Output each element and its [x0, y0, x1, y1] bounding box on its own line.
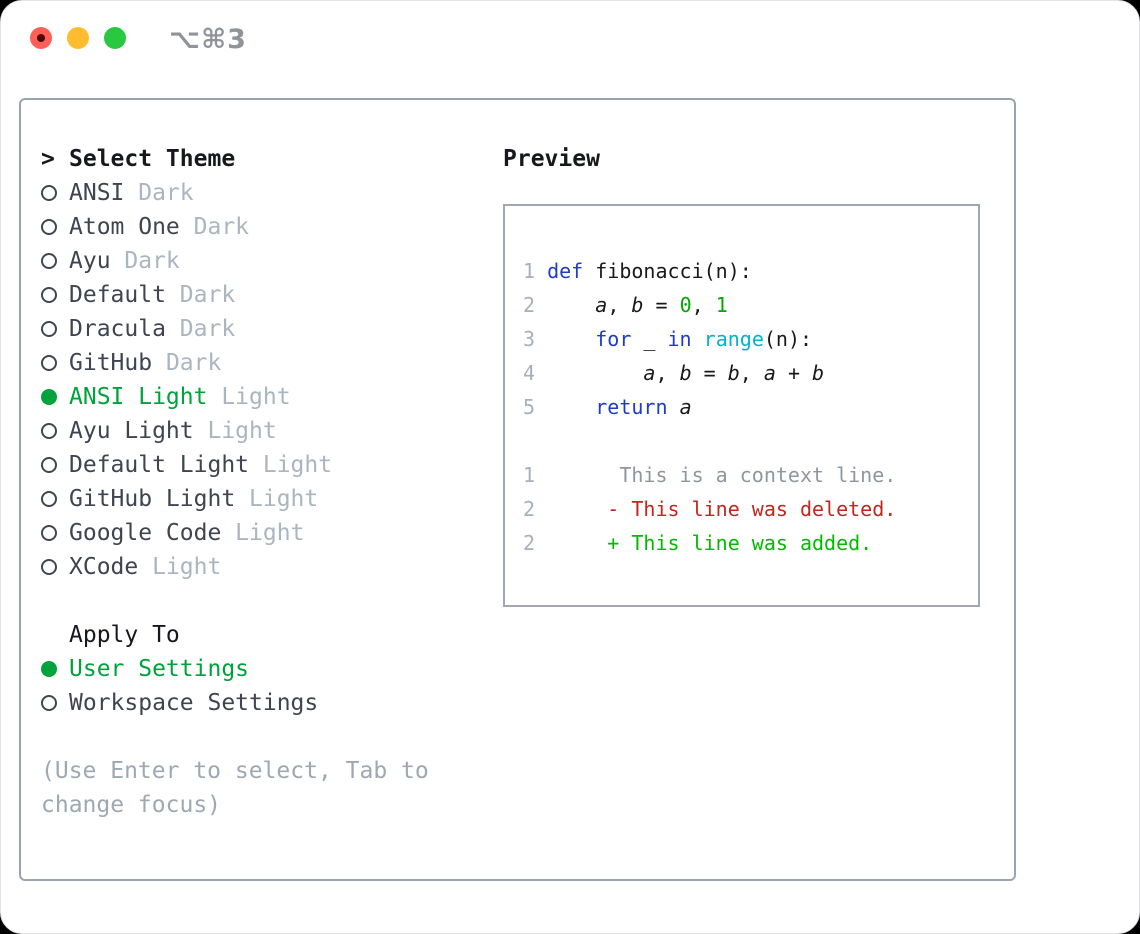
focus-caret-icon: >	[41, 146, 55, 172]
code-line: 1 def fibonacci(n):	[523, 259, 752, 283]
theme-name: ANSI Light	[69, 384, 208, 410]
theme-variant-tag: Dark	[124, 180, 194, 206]
theme-option-github-light[interactable]: GitHub Light Light	[41, 482, 481, 516]
theme-variant-tag: Dark	[165, 282, 236, 308]
code-line: 3 for _ in range(n):	[523, 327, 813, 351]
theme-variant-tag: Dark	[179, 214, 250, 240]
radio-unselected-icon	[41, 525, 57, 541]
diff-preview: 1 This is a context line. 2 - This line w…	[523, 458, 960, 560]
theme-name: Default	[69, 282, 166, 308]
radio-unselected-icon	[41, 695, 57, 711]
apply-to-title: Apply To	[69, 622, 180, 648]
theme-option-ayu-light[interactable]: Ayu Light Light	[41, 414, 481, 448]
theme-option-ayu[interactable]: Ayu Dark	[41, 244, 481, 278]
apply-option-label: Workspace Settings	[69, 690, 319, 716]
theme-name: GitHub	[69, 350, 153, 376]
theme-name: XCode	[69, 554, 139, 580]
section-gap	[41, 720, 481, 754]
theme-list-heading-row: > Select Theme	[41, 142, 481, 176]
theme-variant-tag: Light	[221, 520, 305, 546]
apply-option-workspace-settings[interactable]: Workspace Settings	[41, 686, 481, 720]
theme-option-atom-one[interactable]: Atom One Dark	[41, 210, 481, 244]
theme-option-ansi[interactable]: ANSI Dark	[41, 176, 481, 210]
theme-option-dracula[interactable]: Dracula Dark	[41, 312, 481, 346]
theme-variant-tag: Dark	[152, 350, 222, 376]
theme-option-ansi-light[interactable]: ANSI Light Light	[41, 380, 481, 414]
theme-option-default-light[interactable]: Default Light Light	[41, 448, 481, 482]
radio-unselected-icon	[41, 321, 57, 337]
theme-option-xcode[interactable]: XCode Light	[41, 550, 481, 584]
unsaved-changes-dot-icon	[37, 34, 45, 42]
diff-line: 2 + This line was added.	[523, 531, 873, 555]
theme-variant-tag: Light	[138, 554, 222, 580]
apply-option-user-settings[interactable]: User Settings	[41, 652, 481, 686]
theme-name: GitHub Light	[69, 486, 236, 512]
usage-hint: (Use Enter to select, Tab to change focu…	[41, 758, 429, 818]
section-gap	[41, 584, 481, 618]
preview-column: Preview 1 def fibonacci(n): 2 a, b = 0, 1…	[503, 142, 983, 607]
line-number: 3	[523, 327, 536, 351]
line-number: 5	[523, 395, 536, 419]
window-controls	[30, 27, 126, 49]
theme-name: Default Light	[69, 452, 250, 478]
radio-unselected-icon	[41, 457, 57, 473]
window-title: ⌥⌘3	[169, 24, 247, 55]
radio-selected-icon	[41, 661, 57, 677]
zoom-button[interactable]	[104, 27, 126, 49]
theme-name: Ayu Light	[69, 418, 194, 444]
theme-name: Atom One	[69, 214, 180, 240]
radio-unselected-icon	[41, 355, 57, 371]
minimize-button[interactable]	[67, 27, 89, 49]
apply-to-heading-row: Apply To	[41, 618, 481, 652]
radio-unselected-icon	[41, 559, 57, 575]
theme-variant-tag: Dark	[165, 316, 236, 342]
diff-line: 1 This is a context line.	[523, 463, 897, 487]
preview-box: 1 def fibonacci(n): 2 a, b = 0, 1 3 for _ …	[503, 204, 980, 607]
close-button[interactable]	[30, 27, 52, 49]
theme-variant-tag: Light	[235, 486, 319, 512]
line-number: 1	[523, 463, 536, 487]
line-number: 4	[523, 361, 536, 385]
line-number: 1	[523, 259, 536, 283]
theme-option-default[interactable]: Default Dark	[41, 278, 481, 312]
radio-unselected-icon	[41, 219, 57, 235]
theme-list-title: Select Theme	[69, 146, 236, 172]
theme-variant-tag: Light	[207, 384, 291, 410]
theme-variant-tag: Light	[249, 452, 333, 478]
theme-variant-tag: Light	[193, 418, 277, 444]
code-line: 2 a, b = 0, 1	[523, 293, 728, 317]
preview-blank-line	[523, 424, 960, 458]
line-number: 2	[523, 531, 536, 555]
theme-name: Google Code	[69, 520, 222, 546]
theme-option-github[interactable]: GitHub Dark	[41, 346, 481, 380]
theme-name: Dracula	[69, 316, 166, 342]
theme-option-google-code[interactable]: Google Code Light	[41, 516, 481, 550]
preview-title: Preview	[503, 146, 600, 172]
apply-option-label: User Settings	[69, 656, 250, 682]
diff-line: 2 - This line was deleted.	[523, 497, 897, 521]
radio-unselected-icon	[41, 253, 57, 269]
code-line: 4 a, b = b, a + b	[523, 361, 825, 385]
code-preview: 1 def fibonacci(n): 2 a, b = 0, 1 3 for _ …	[523, 254, 960, 424]
radio-unselected-icon	[41, 423, 57, 439]
theme-name: Ayu	[69, 248, 111, 274]
line-number: 2	[523, 293, 536, 317]
radio-unselected-icon	[41, 287, 57, 303]
theme-name: ANSI	[69, 180, 125, 206]
radio-unselected-icon	[41, 491, 57, 507]
line-number: 2	[523, 497, 536, 521]
code-line: 5 return a	[523, 395, 692, 419]
radio-selected-icon	[41, 389, 57, 405]
theme-variant-tag: Dark	[110, 248, 180, 274]
radio-unselected-icon	[41, 185, 57, 201]
